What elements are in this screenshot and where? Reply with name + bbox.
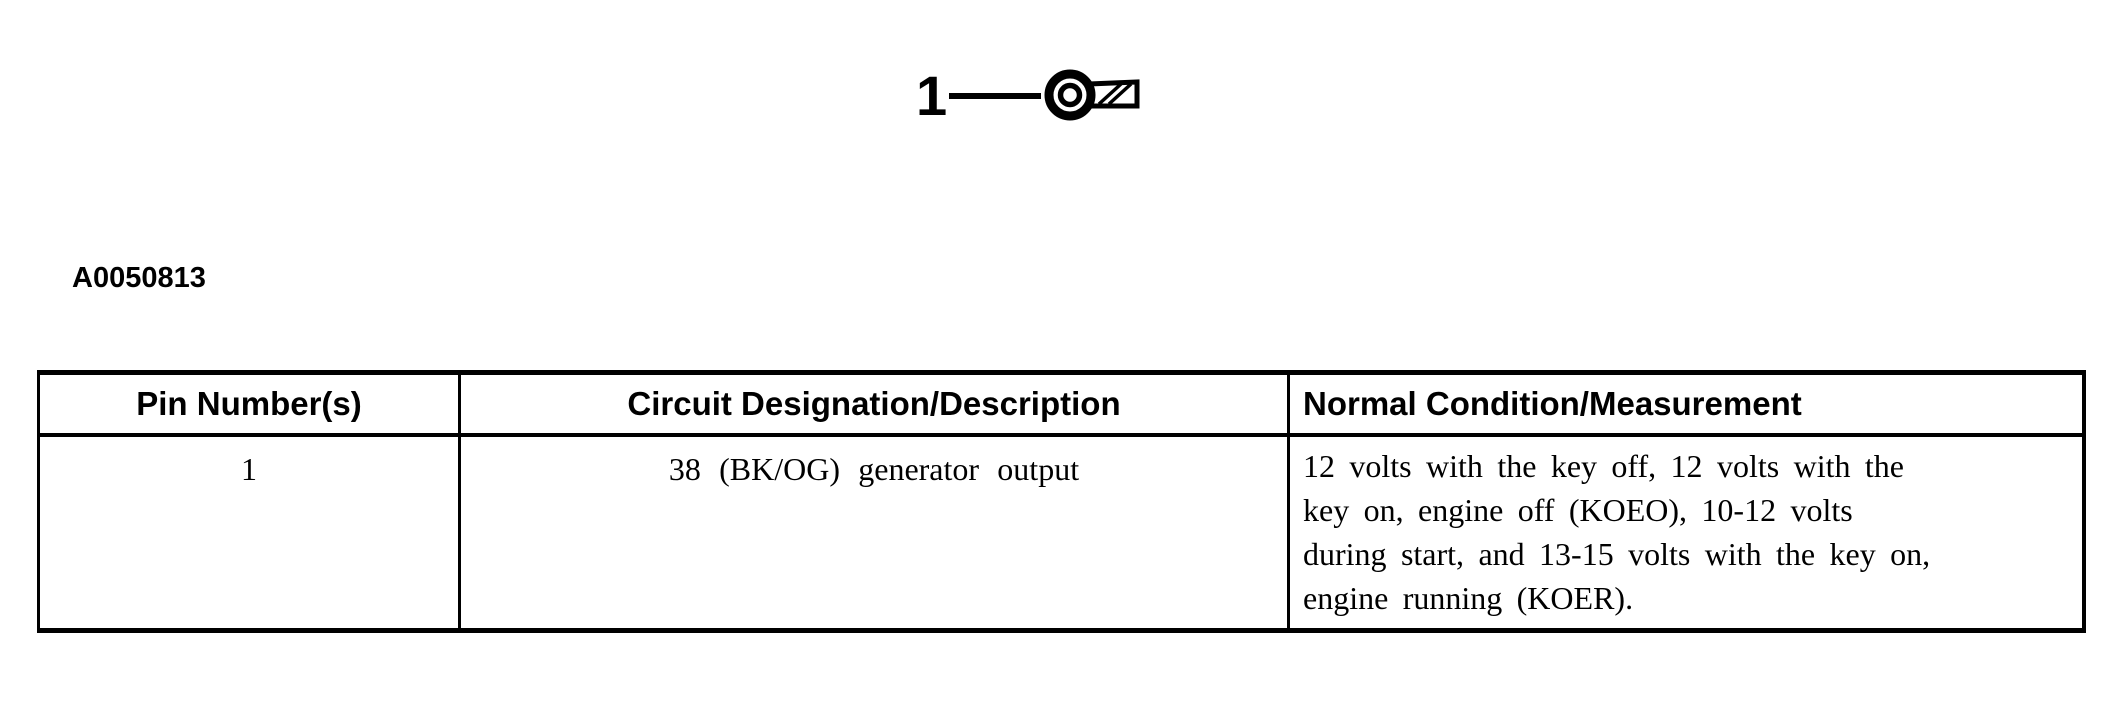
normal-condition-cell: 12 volts with the key off, 12 volts with… (1287, 434, 2084, 631)
column-header-circuit-designation: Circuit Designation/Description (458, 372, 1289, 437)
ring-terminal-icon (1044, 69, 1140, 121)
column-header-normal-condition: Normal Condition/Measurement (1287, 372, 2084, 437)
table-row: 1 38 (BK/OG) generator output 12 volts w… (38, 434, 2084, 631)
leader-line (949, 93, 1042, 99)
circuit-description-cell: 38 (BK/OG) generator output (458, 434, 1289, 631)
callout-diagram: 1 (916, 42, 1145, 150)
figure-id-label: A0050813 (72, 262, 206, 294)
column-header-pin-numbers: Pin Number(s) (38, 372, 460, 437)
pin-number-cell: 1 (38, 434, 460, 631)
pin-description-table: Pin Number(s) Circuit Designation/Descri… (37, 370, 2086, 633)
table-header-row: Pin Number(s) Circuit Designation/Descri… (38, 372, 2084, 437)
callout-number-label: 1 (916, 64, 947, 127)
